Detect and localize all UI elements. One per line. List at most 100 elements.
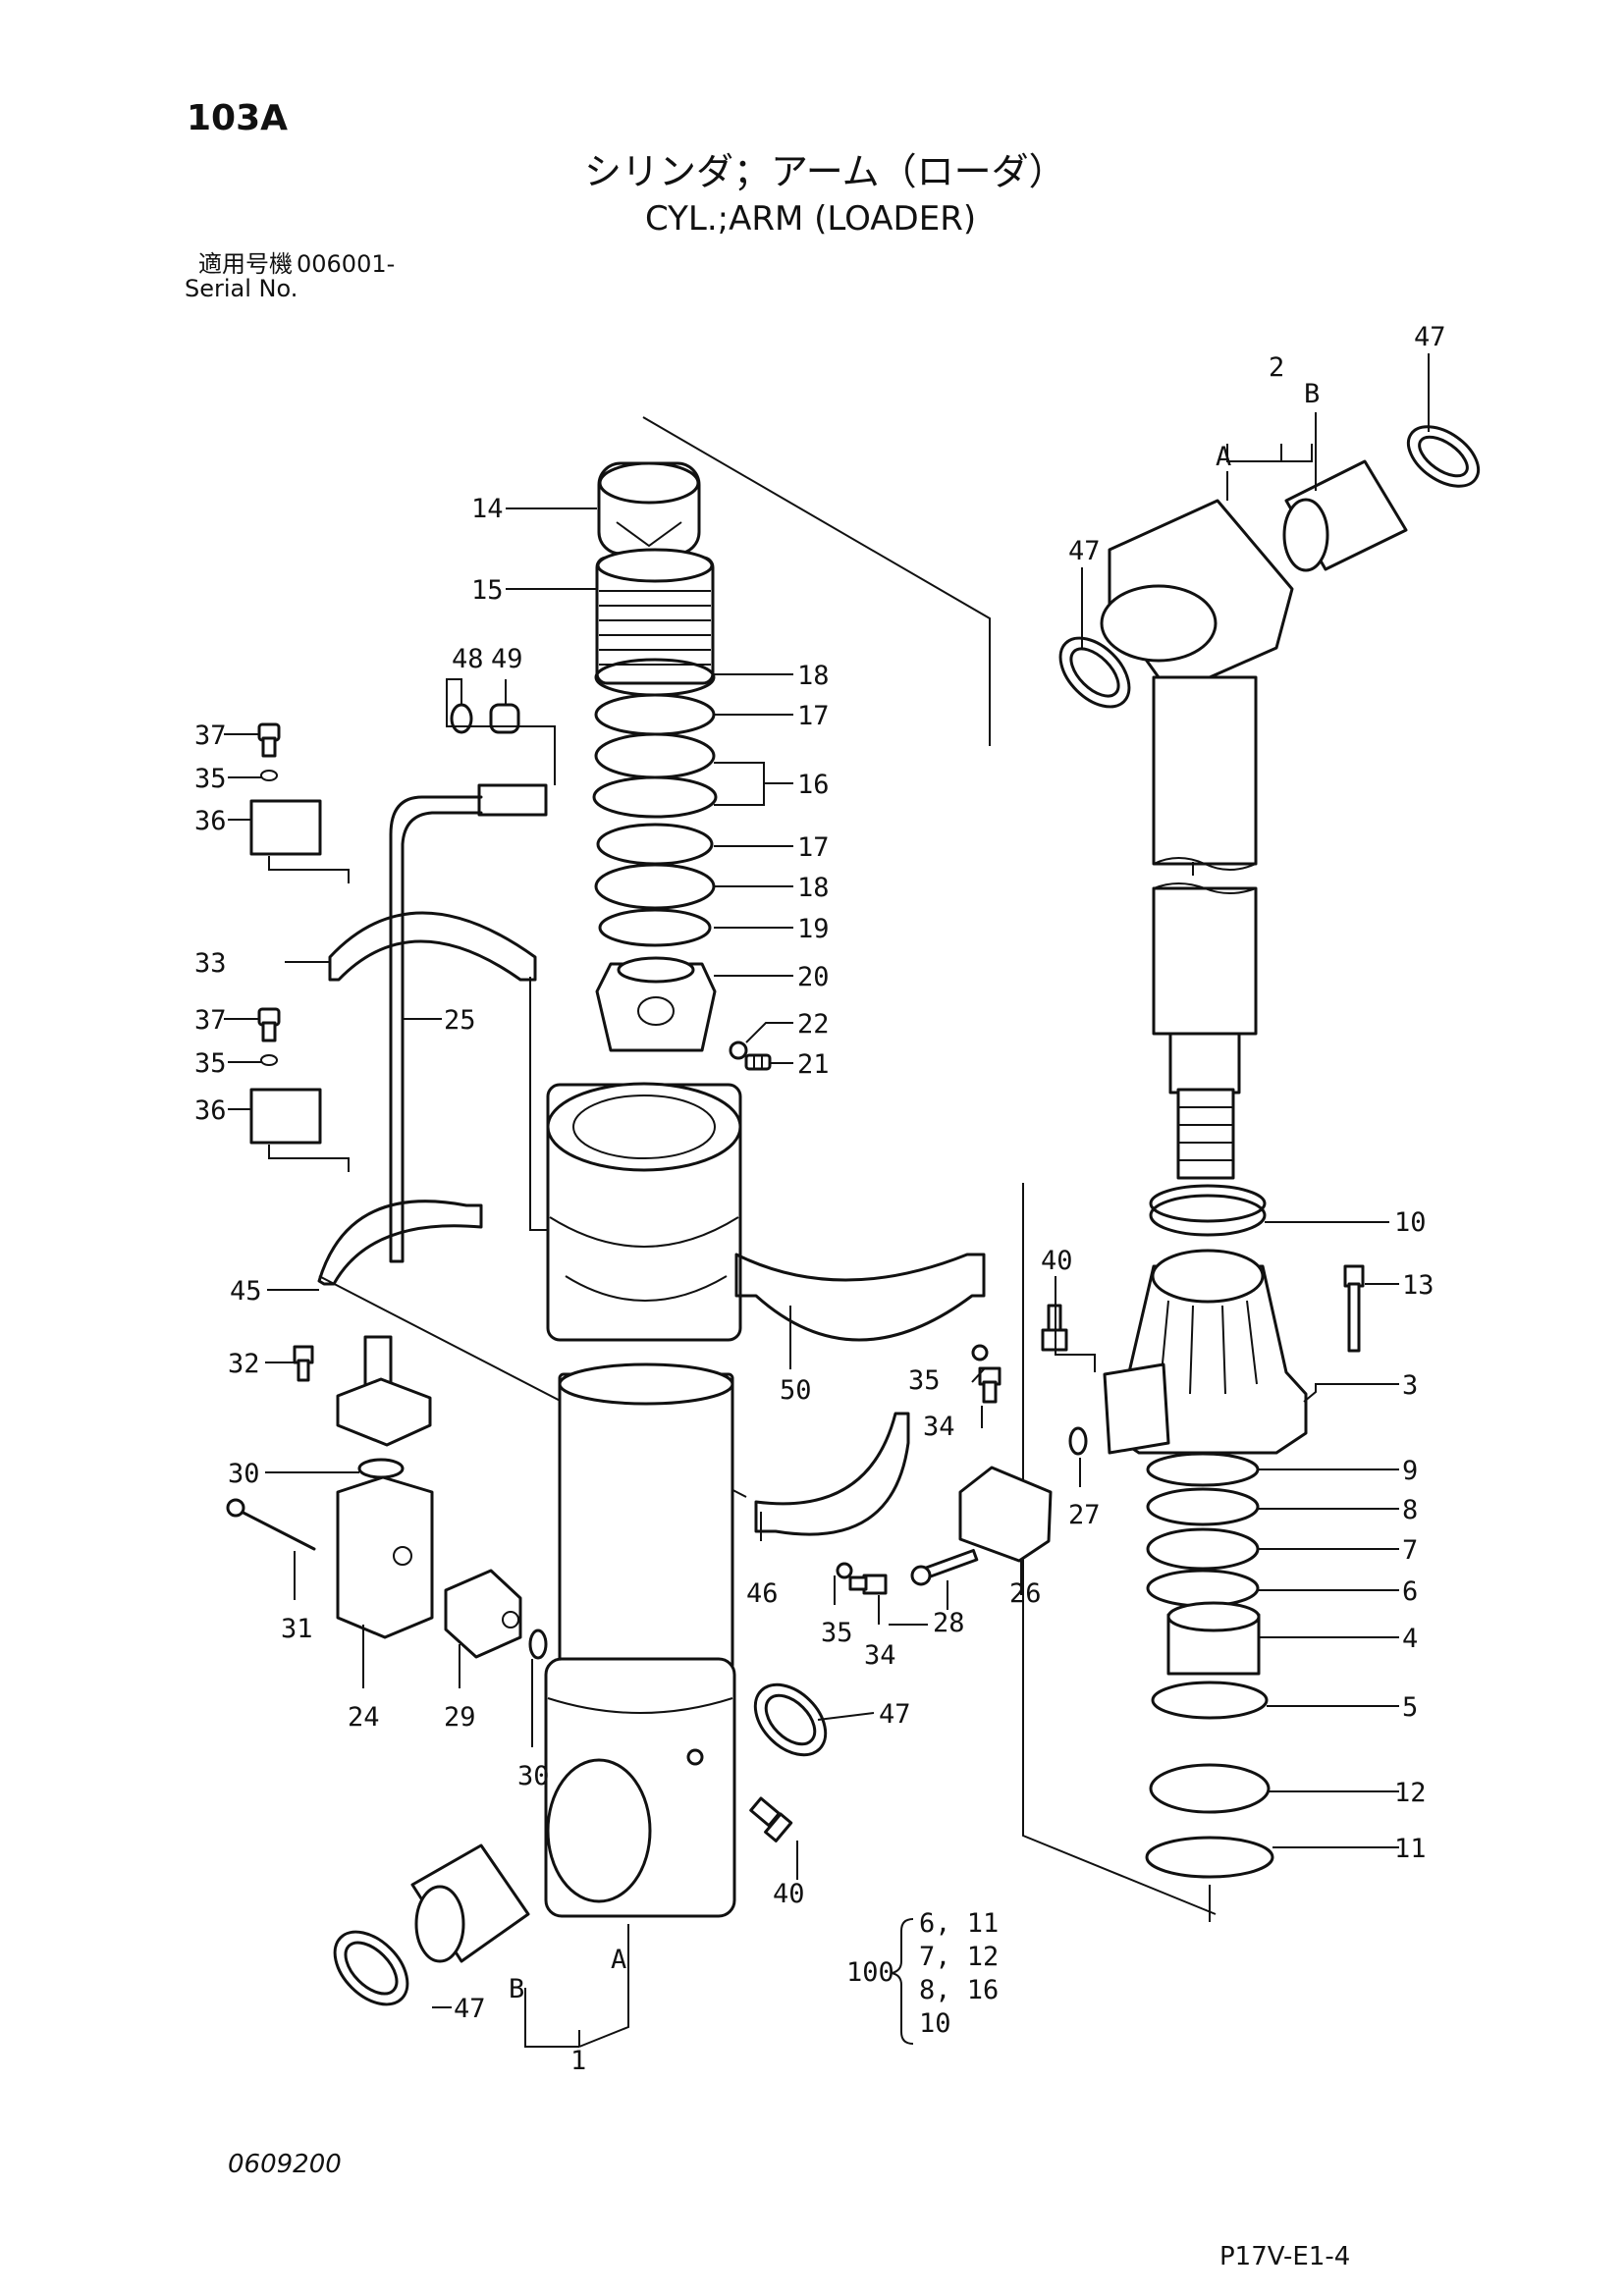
callout-10: 10 xyxy=(1394,1207,1427,1238)
part-20-nut xyxy=(595,956,717,1052)
callout-20: 20 xyxy=(797,962,830,992)
callout-47-bottom: 47 xyxy=(454,1994,486,2024)
callout-40-lower: 40 xyxy=(773,1879,805,1909)
callout-17-bottom: 17 xyxy=(797,832,830,863)
callout-45: 45 xyxy=(230,1276,262,1307)
callout-50: 50 xyxy=(780,1375,812,1406)
part-36-clamp-lower xyxy=(249,1088,322,1145)
callout-2-sub-a: A xyxy=(1216,442,1231,472)
part-35-washer-lower xyxy=(836,1562,853,1579)
part-3-cylinder-head xyxy=(1103,1249,1308,1455)
part-30-oring-lower xyxy=(528,1629,548,1660)
part-14-wiper xyxy=(597,461,701,556)
part-35-washer-a xyxy=(260,770,278,781)
part-1b-bushing xyxy=(410,1843,530,1963)
callout-34-lower: 34 xyxy=(864,1640,896,1671)
part-24-valve-block xyxy=(336,1475,434,1639)
part-46-clamp xyxy=(754,1412,910,1536)
part-31-bolt xyxy=(226,1498,316,1551)
part-25-pipe xyxy=(389,783,548,1263)
title-japanese: シリンダ；アーム（ローダ） xyxy=(584,150,1066,193)
part-36-clamp-upper xyxy=(249,799,322,856)
callout-49: 49 xyxy=(491,644,523,674)
callout-2: 2 xyxy=(1269,352,1284,383)
part-47-ring-upper-left xyxy=(1058,636,1131,709)
kit-row-3: 8, 16 xyxy=(919,1975,999,2005)
callout-26: 26 xyxy=(1009,1578,1042,1609)
elbow-fitting xyxy=(336,1335,432,1447)
cylinder-port xyxy=(686,1748,704,1766)
part-34-bolt-upper xyxy=(978,1366,1001,1404)
serial-label-en: Serial No. xyxy=(185,275,298,302)
callout-16: 16 xyxy=(797,770,830,800)
part-29-flange xyxy=(444,1569,522,1659)
part-47-ring-mid xyxy=(753,1682,828,1757)
callout-29: 29 xyxy=(444,1702,476,1733)
serial-label-jp: 適用号機 xyxy=(198,250,293,278)
callout-33: 33 xyxy=(194,948,227,979)
cylinder-head-flange xyxy=(546,1082,742,1342)
assembly-line-upper xyxy=(642,416,991,746)
callout-11: 11 xyxy=(1394,1834,1427,1864)
callout-6: 6 xyxy=(1402,1576,1418,1607)
callout-35-lower-mid: 35 xyxy=(821,1618,853,1648)
callout-24: 24 xyxy=(348,1702,380,1733)
callout-1-sub-a: A xyxy=(611,1945,626,1975)
kit-row-2: 7, 12 xyxy=(919,1942,999,1972)
kit-100-list: 100 6, 11 7, 12 8, 16 10 xyxy=(846,1908,999,2039)
callout-labels: 14 15 48 49 18 17 16 17 18 19 20 22 21 2… xyxy=(194,322,1446,2076)
callout-35-lower: 35 xyxy=(194,1048,227,1079)
callout-34-mid: 34 xyxy=(923,1412,955,1442)
callout-48: 48 xyxy=(452,644,484,674)
callout-28: 28 xyxy=(933,1608,965,1638)
part-47-ring-top xyxy=(1406,425,1481,488)
callout-14: 14 xyxy=(471,494,504,524)
callout-46: 46 xyxy=(746,1578,779,1609)
part-28-bolt xyxy=(910,1548,979,1586)
callout-30-lower: 30 xyxy=(517,1761,550,1791)
callout-17-top: 17 xyxy=(797,701,830,731)
part-33-clamp xyxy=(328,911,537,982)
part-35-washer-b xyxy=(260,1054,278,1066)
callout-35-mid: 35 xyxy=(908,1365,941,1396)
callout-47-top: 47 xyxy=(1414,322,1446,352)
callout-31: 31 xyxy=(281,1614,313,1644)
page-code: 103A xyxy=(187,98,288,138)
part-2b-bushing xyxy=(1282,459,1408,572)
callout-30-upper: 30 xyxy=(228,1459,260,1489)
callout-7: 7 xyxy=(1402,1535,1418,1566)
part-32-bolt xyxy=(293,1345,314,1382)
drawing-shapes xyxy=(224,353,1481,2048)
part-35-washer-upper xyxy=(971,1344,989,1362)
seal-stack xyxy=(592,658,718,947)
callout-22: 22 xyxy=(797,1009,830,1040)
part-50-clamp xyxy=(734,1253,986,1342)
assembly-line-right xyxy=(1022,1183,1217,1915)
callout-18-top: 18 xyxy=(797,661,830,691)
drawing-number: 0609200 xyxy=(228,2150,342,2179)
callout-5: 5 xyxy=(1402,1692,1418,1723)
part-2-rod-assembly xyxy=(1100,499,1294,1180)
kit-brace xyxy=(891,1918,914,2045)
part-34-bolt-lower xyxy=(848,1574,888,1595)
callout-1-sub-b: B xyxy=(509,1974,524,2004)
callout-32: 32 xyxy=(228,1349,260,1379)
part-15-gland xyxy=(595,548,715,685)
part-37-bolt-upper xyxy=(257,722,281,758)
part-21-screw xyxy=(744,1053,772,1071)
part-48-49-plug xyxy=(450,703,520,734)
page-reference: P17V-E1-4 xyxy=(1219,2242,1350,2271)
callout-27: 27 xyxy=(1068,1500,1101,1530)
callout-47-mid: 47 xyxy=(879,1699,911,1730)
serial-value: 006001- xyxy=(297,250,395,278)
callout-18-bottom: 18 xyxy=(797,873,830,903)
leader-lines xyxy=(224,353,1430,2048)
part-45-clamp xyxy=(317,1200,483,1286)
title-english: CYL.;ARM (LOADER) xyxy=(645,199,976,239)
kit-row-1: 6, 11 xyxy=(919,1908,999,1939)
callout-12: 12 xyxy=(1394,1778,1427,1808)
callout-36-upper: 36 xyxy=(194,806,227,836)
callout-13: 13 xyxy=(1402,1270,1435,1301)
part-26-block xyxy=(958,1466,1053,1563)
